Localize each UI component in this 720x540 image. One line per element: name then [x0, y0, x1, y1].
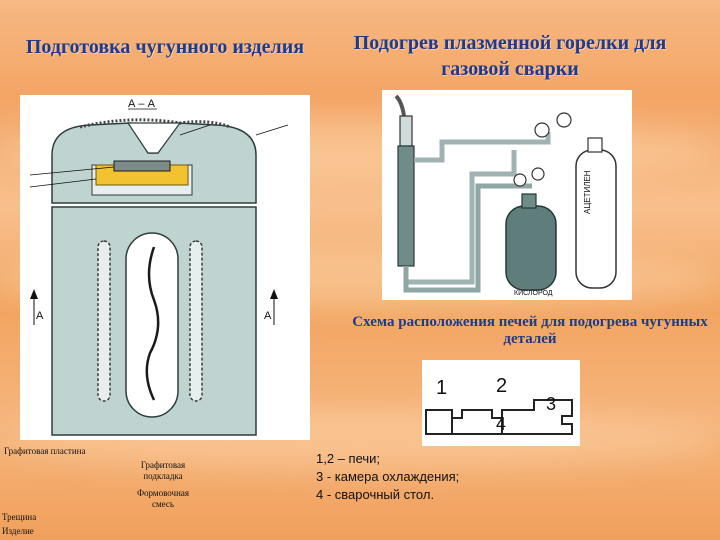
right-title: Подогрев плазменной горелки для газовой … [353, 32, 667, 80]
graphite-plate [113, 160, 171, 172]
furnace-diagram: 1 2 3 4 [425, 375, 573, 435]
label-1: 1 [436, 377, 447, 399]
arrow-right-label: А [264, 310, 272, 322]
label-2: 2 [496, 375, 507, 397]
furnace-legend: 1,2 – печи; 3 - камера охлаждения; 4 - с… [316, 450, 636, 504]
oxygen-cylinder [505, 205, 557, 291]
regulator-gauge-1 [534, 122, 550, 138]
section-label: А – А [128, 98, 156, 110]
casting-window [125, 232, 179, 418]
legend-item-welding-table: 4 - сварочный стол. [316, 487, 435, 502]
torch-nozzle [394, 94, 406, 117]
oxygen-hose [403, 150, 517, 285]
label-3: 3 [546, 394, 556, 414]
casting-diagram: А – А А А [29, 98, 289, 436]
legend-item-cooling-chamber: 3 - камера охлаждения; [316, 469, 460, 484]
oxygen-label: КИСЛОРОД [514, 290, 553, 297]
acetylene-cylinder [575, 149, 617, 289]
label-crack: Трещина [2, 512, 37, 522]
torch-handle [397, 145, 415, 267]
left-title: Подготовка чугунного изделия [25, 36, 305, 58]
furnace-diagram-panel: 1 2 3 4 [422, 360, 580, 446]
right-channel [189, 240, 203, 402]
acetylene-hose [403, 183, 532, 293]
left-channel [97, 240, 111, 402]
regulator-gauge-2 [556, 112, 572, 128]
label-4: 4 [496, 414, 506, 434]
label-graphite-underlay: Графитовая подкладка [140, 460, 186, 481]
arrow-left-label: А [36, 310, 44, 322]
casting-diagram-panel: А – А А А [20, 95, 310, 440]
legend-item-furnaces: 1,2 – печи; [316, 451, 381, 466]
crack [145, 246, 160, 401]
torch-diagram-panel: АЦЕТИЛЕН КИСЛОРОД [382, 90, 632, 300]
torch-diagram: АЦЕТИЛЕН КИСЛОРОД [394, 94, 617, 297]
regulator-gauge-3 [513, 173, 527, 187]
furnace-title: Схема расположения печей для подогрева ч… [352, 314, 708, 347]
acetylene-label: АЦЕТИЛЕН [583, 170, 592, 214]
label-graphite-plate: Графитовая пластина [4, 446, 86, 456]
label-part: Изделие [2, 526, 34, 536]
label-moulding-mix: Формовочная смесь [136, 488, 190, 509]
pouring-funnel [126, 122, 182, 154]
regulator-gauge-4 [531, 167, 545, 181]
